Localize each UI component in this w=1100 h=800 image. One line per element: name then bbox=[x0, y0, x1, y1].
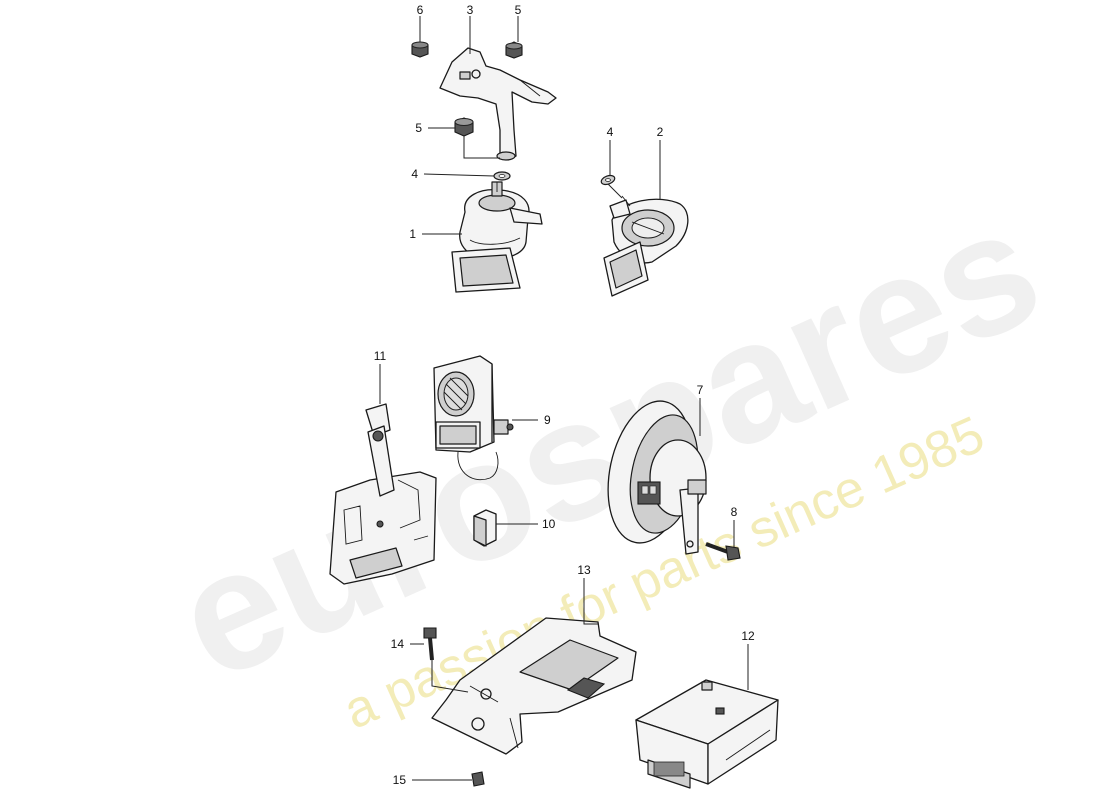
part-5-nut-upper[interactable] bbox=[505, 41, 523, 59]
callout-11: 11 bbox=[374, 349, 387, 363]
callout-labels: 6 3 5 5 4 4 2 1 11 9 7 8 10 13 12 14 15 bbox=[374, 3, 755, 787]
callout-10: 10 bbox=[542, 517, 556, 531]
bracket-hole bbox=[471, 69, 481, 79]
part-4-washer-right[interactable] bbox=[600, 174, 616, 186]
part-9-siren[interactable] bbox=[433, 355, 514, 481]
callout-5-mid: 5 bbox=[415, 121, 422, 135]
part-12-control-unit[interactable] bbox=[635, 679, 779, 789]
part-6-nut[interactable] bbox=[411, 41, 429, 58]
part-2-horn[interactable] bbox=[603, 195, 689, 297]
callout-5-top: 5 bbox=[515, 3, 522, 17]
part-13-plate[interactable] bbox=[431, 617, 637, 755]
callout-12: 12 bbox=[741, 629, 755, 643]
callout-14: 14 bbox=[391, 637, 405, 651]
callout-2: 2 bbox=[657, 125, 664, 139]
callout-3: 3 bbox=[467, 3, 474, 17]
part-3-bracket[interactable] bbox=[439, 47, 557, 161]
callout-7: 7 bbox=[697, 383, 704, 397]
part-5-nut-lower[interactable] bbox=[454, 117, 474, 137]
part-10-clip[interactable] bbox=[473, 509, 497, 547]
callout-4-left: 4 bbox=[411, 167, 418, 181]
part-1-horn[interactable] bbox=[451, 181, 543, 293]
part-4-washer-left[interactable] bbox=[493, 171, 511, 181]
callout-15: 15 bbox=[393, 773, 407, 787]
callout-13: 13 bbox=[577, 563, 591, 577]
callout-4-right: 4 bbox=[607, 125, 614, 139]
bracket-slot bbox=[459, 71, 471, 80]
part-7-horn[interactable] bbox=[596, 393, 708, 555]
leader-lines bbox=[379, 16, 749, 781]
part-15-nut[interactable] bbox=[471, 771, 485, 787]
part-14-screw[interactable] bbox=[423, 627, 437, 661]
part-11-bracket[interactable] bbox=[329, 403, 437, 585]
callout-1: 1 bbox=[409, 227, 416, 241]
callout-9: 9 bbox=[544, 413, 551, 427]
callout-8: 8 bbox=[731, 505, 738, 519]
callout-6: 6 bbox=[417, 3, 424, 17]
